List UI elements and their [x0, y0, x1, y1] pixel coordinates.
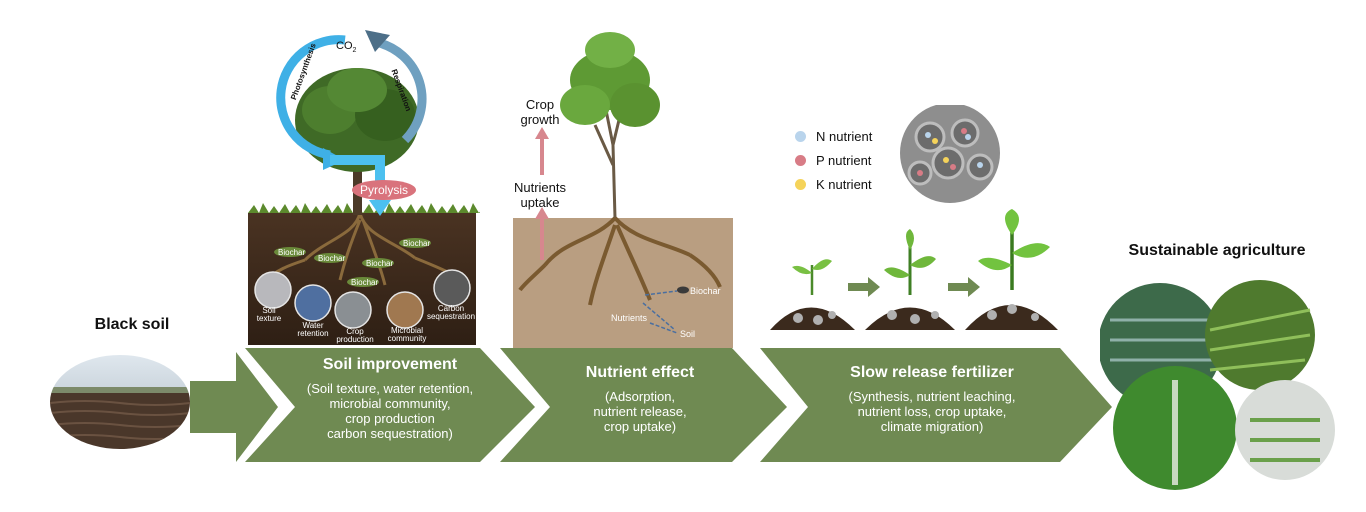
microbial-community-label: Microbial community — [387, 326, 427, 343]
legend-label: P nutrient — [816, 152, 872, 168]
legend-item-k: K nutrient — [795, 172, 872, 196]
grass — [248, 203, 480, 213]
co2-label: CO2 — [336, 40, 357, 55]
soil-texture-circle — [254, 271, 292, 309]
slow-release-line: nutrient loss, crop uptake, — [857, 404, 1007, 419]
biochar-tag — [274, 247, 306, 257]
soil-improvement-illustration — [248, 30, 480, 345]
crop-growth-line: Crop — [525, 97, 555, 112]
tree-trunk — [353, 140, 362, 215]
seedling-large — [978, 209, 1050, 271]
crop-growth-line: growth — [520, 112, 560, 127]
crop-growth-label: Crop growth — [516, 97, 564, 127]
soil-improvement-line: microbial community, — [329, 396, 451, 411]
slow-release-illustration — [770, 105, 1058, 330]
respiration-arrow — [374, 37, 427, 144]
soil-mound-1 — [770, 307, 855, 330]
nutrient-effect-title: Nutrient effect — [585, 364, 695, 381]
crop-production-label: Crop production — [336, 327, 374, 344]
seedling-small — [792, 259, 832, 275]
carbon-sequestration-circle — [433, 269, 471, 307]
cycle-nutrients-label: Nutrients — [611, 313, 648, 323]
soil-improvement-line: (Soil texture, water retention, — [306, 381, 474, 396]
photosynthesis-arrow — [276, 35, 346, 160]
nutrient-effect-line: crop uptake) — [603, 419, 677, 434]
legend-item-n: N nutrient — [795, 124, 872, 148]
cycle-soil-label: Soil — [680, 329, 696, 339]
soil-mound-3 — [965, 305, 1058, 330]
biochar-tag — [362, 258, 394, 268]
nutrient-effect-text: (Adsorption, nutrient release, crop upta… — [550, 389, 730, 434]
biochar-label: Biochar — [403, 239, 431, 248]
sustainable-agriculture-title: Sustainable agriculture — [1128, 242, 1306, 259]
slow-release-line: climate migration) — [880, 419, 984, 434]
roots — [518, 216, 722, 306]
legend-label: K nutrient — [816, 176, 872, 192]
soil-improvement-line: crop production — [345, 411, 435, 426]
soil-improvement-banner — [245, 348, 535, 462]
water-retention-label: Water retention — [297, 321, 329, 338]
legend-item-p: P nutrient — [795, 148, 872, 172]
nutrient-effect-line: (Adsorption, — [604, 389, 676, 404]
biochar-label: Biochar — [351, 278, 379, 287]
legend-label: N nutrient — [816, 128, 873, 144]
pyrolysis-label: Pyrolysis — [352, 180, 416, 200]
sustainable-agriculture-collage — [1100, 280, 1335, 490]
biochar-label: Biochar — [318, 254, 346, 263]
soil-improvement-text: (Soil texture, water retention, microbia… — [290, 381, 490, 441]
soil-improvement-title: Soil improvement — [322, 356, 458, 373]
nutrient-effect-line: nutrient release, — [593, 404, 687, 419]
growth-arrow — [848, 277, 880, 297]
greenhouse-photo-4 — [1235, 380, 1335, 480]
greenhouse-photo-2 — [1205, 280, 1315, 390]
biochar-label: Biochar — [278, 248, 306, 257]
nutrients-uptake-line: Nutrients — [513, 180, 567, 195]
slow-release-title: Slow release fertilizer — [850, 364, 1014, 381]
nutrient-cycle-arrows — [642, 290, 678, 334]
roots — [263, 212, 461, 286]
p-nutrient-dot — [795, 154, 806, 166]
crop-production-circle — [334, 291, 372, 329]
seedling-medium — [884, 229, 936, 279]
water-retention-circle — [294, 284, 332, 322]
soil-improvement-line: carbon sequestration) — [327, 426, 453, 441]
growth-arrow — [948, 277, 980, 297]
microbial-community-circle — [386, 291, 424, 329]
k-nutrient-dot — [795, 178, 806, 190]
cycle-biochar-label: Biochar — [690, 286, 721, 296]
carbon-sequestration-label: Carbon sequestration — [426, 304, 476, 321]
nutrients-uptake-label: Nutrients uptake — [506, 180, 574, 210]
biochar-piece — [677, 286, 689, 294]
biochar-tag — [347, 277, 379, 287]
slow-release-line: (Synthesis, nutrient leaching, — [848, 389, 1016, 404]
biochar-label: Biochar — [366, 259, 394, 268]
biochar-tag — [314, 253, 346, 263]
slow-release-text: (Synthesis, nutrient leaching, nutrient … — [812, 389, 1052, 434]
nutrients-uptake-line: uptake — [520, 195, 560, 210]
nutrient-effect-illustration — [513, 32, 733, 348]
slow-release-banner — [760, 348, 1112, 462]
nutrient-effect-banner — [500, 348, 787, 462]
biochar-tag — [399, 238, 431, 248]
black-soil-image — [50, 355, 190, 449]
black-soil-arrow — [190, 352, 278, 462]
black-soil-title: Black soil — [94, 316, 170, 333]
soil-mound-2 — [865, 307, 955, 330]
n-nutrient-dot — [795, 130, 806, 142]
soil-texture-label: Soil texture — [256, 306, 282, 323]
nutrient-legend: N nutrient P nutrient K nutrient — [795, 124, 872, 196]
